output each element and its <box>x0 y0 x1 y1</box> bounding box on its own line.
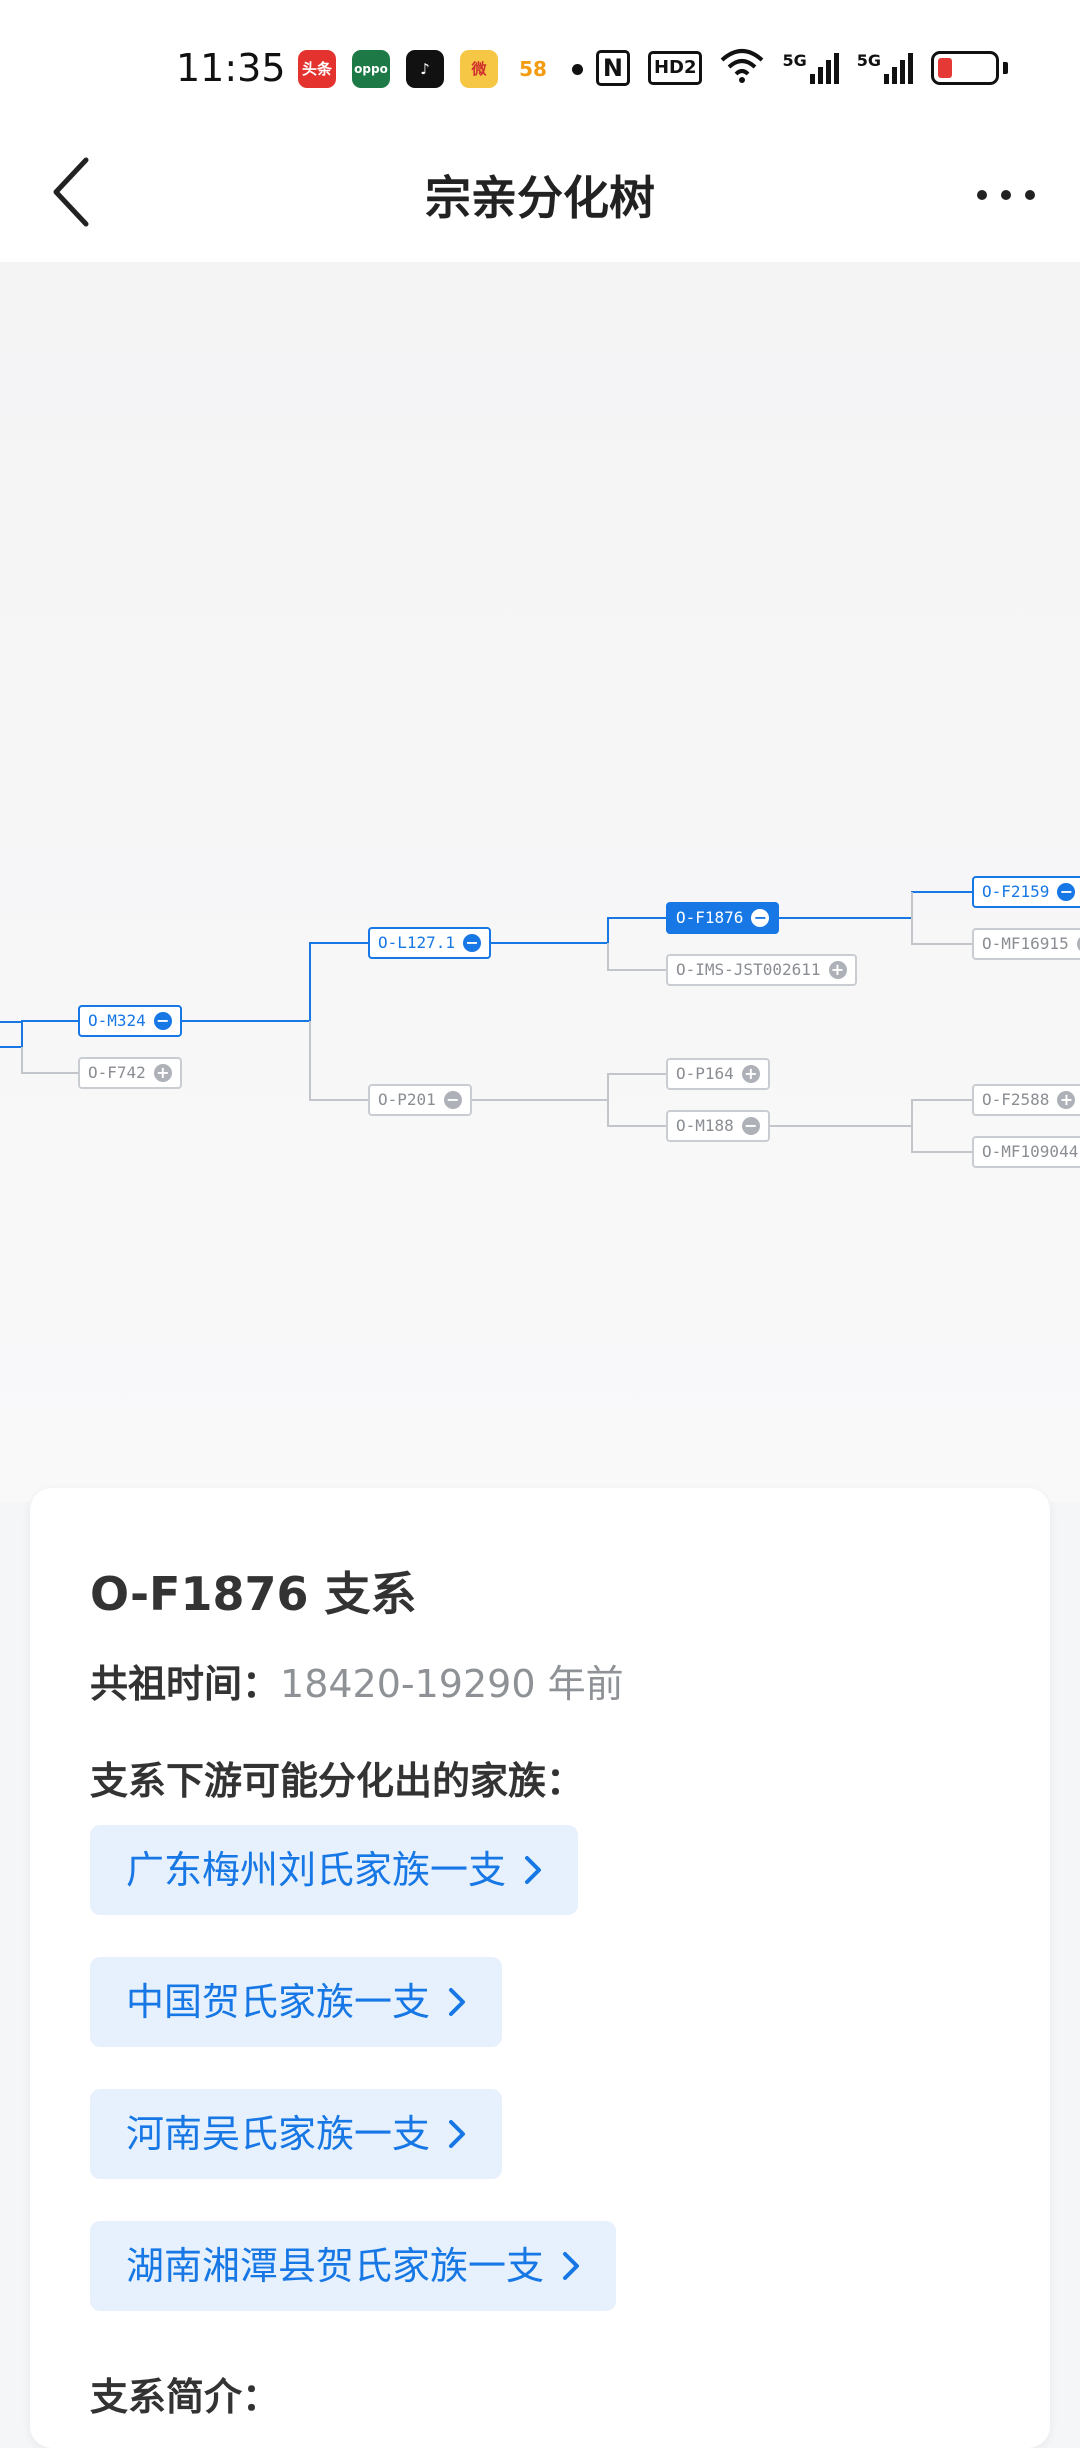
weibo-icon: 微 <box>460 50 498 88</box>
tree-node-p164[interactable]: O-P164 + <box>666 1058 770 1090</box>
tree-node-ims[interactable]: O-IMS-JST002611 + <box>666 954 857 986</box>
more-button[interactable] <box>966 170 1046 220</box>
node-label: O-L127.1 <box>378 933 456 952</box>
lineage-tree[interactable]: O-M324 − O-F742 + O-L127.1 − O-P201 − O-… <box>0 262 1080 1502</box>
node-label: O-P201 <box>378 1090 436 1109</box>
status-time: 11:35 <box>176 46 286 90</box>
expand-icon[interactable]: + <box>153 1064 172 1082</box>
node-label: O-F2588 <box>982 1090 1050 1109</box>
battery-cap <box>1003 62 1008 74</box>
ancestor-time-value: 18420-19290 年前 <box>280 1662 624 1706</box>
branch-title: O-F1876 支系 <box>90 1567 417 1621</box>
tree-node-l127[interactable]: O-L127.1 − <box>368 927 492 959</box>
downstream-families-label: 支系下游可能分化出的家族： <box>90 1759 585 1803</box>
collapse-icon[interactable]: − <box>741 1117 760 1135</box>
family-link-label: 中国贺氏家族一支 <box>126 1980 431 2024</box>
branch-info-card: O-F1876 支系 共祖时间：18420-19290 年前 支系下游可能分化出… <box>30 1488 1050 2448</box>
ancestor-time-label: 共祖时间： <box>90 1662 281 1706</box>
oppo-icon: oppo <box>352 50 390 88</box>
tree-connectors <box>0 891 972 1153</box>
expand-icon[interactable]: + <box>741 1065 760 1083</box>
tree-node-f2588[interactable]: O-F2588 + <box>972 1084 1080 1116</box>
node-label: O-M188 <box>676 1116 734 1135</box>
signal-5g-icon-1: 5G <box>782 50 839 84</box>
node-label: O-P164 <box>676 1064 734 1083</box>
family-link-label: 河南吴氏家族一支 <box>126 2112 431 2156</box>
page-title: 宗亲分化树 <box>425 171 655 225</box>
branch-intro-label: 支系简介： <box>90 2375 281 2419</box>
node-label: O-IMS-JST002611 <box>676 960 821 979</box>
node-label: O-MF16915 <box>982 934 1069 953</box>
ancestor-time-row: 共祖时间：18420-19290 年前 <box>90 1653 624 1708</box>
nav-header: 宗亲分化树 <box>0 130 1080 262</box>
battery-icon <box>931 51 999 85</box>
tree-node-mf16915[interactable]: O-MF16915 + <box>972 928 1080 960</box>
chevron-right-icon <box>563 2252 580 2280</box>
node-label: O-F2159 <box>982 882 1050 901</box>
wifi-icon <box>720 48 764 88</box>
collapse-icon[interactable]: − <box>153 1012 172 1030</box>
collapse-icon[interactable]: − <box>1057 883 1076 901</box>
toutiao-icon: 头条 <box>298 50 336 88</box>
more-notifications-dot <box>572 64 583 75</box>
family-link-label: 广东梅州刘氏家族一支 <box>126 1848 507 1892</box>
chevron-right-icon <box>449 1988 466 2016</box>
back-button[interactable] <box>40 152 120 242</box>
hd-icon: HD2 <box>647 51 703 85</box>
tree-node-m188[interactable]: O-M188 − <box>666 1110 770 1142</box>
node-label: O-F1876 <box>676 908 744 927</box>
back-arrow-icon <box>53 157 89 227</box>
chevron-right-icon <box>449 2120 466 2148</box>
tree-node-f2159[interactable]: O-F2159 − <box>972 876 1080 908</box>
more-dots-icon <box>977 190 1035 200</box>
tree-node-m324[interactable]: O-M324 − <box>78 1005 182 1037</box>
signal-5g-label-1: 5G <box>782 50 807 70</box>
node-label: O-MF109044 <box>982 1142 1079 1161</box>
signal-5g-icon-2: 5G <box>856 50 913 84</box>
status-bar: 11:35 头条 oppo ♪ 微 58 N HD2 5G 5G <box>0 0 1080 130</box>
node-label: O-M324 <box>88 1011 146 1030</box>
expand-icon[interactable]: + <box>828 961 847 979</box>
notification-icons: 头条 oppo ♪ 微 58 <box>298 50 552 88</box>
nfc-icon: N <box>595 50 630 86</box>
tree-node-p201[interactable]: O-P201 − <box>368 1084 472 1116</box>
tiktok-icon: ♪ <box>406 50 444 88</box>
chevron-right-icon <box>525 1856 542 1884</box>
signal-5g-label-2: 5G <box>856 50 881 70</box>
collapse-icon[interactable]: − <box>463 934 482 952</box>
family-link-4[interactable]: 湖南湘潭县贺氏家族一支 <box>90 2221 617 2311</box>
family-link-1[interactable]: 广东梅州刘氏家族一支 <box>90 1825 579 1915</box>
family-link-label: 湖南湘潭县贺氏家族一支 <box>126 2244 545 2288</box>
family-link-2[interactable]: 中国贺氏家族一支 <box>90 1957 503 2047</box>
58-icon: 58 <box>514 50 552 88</box>
expand-icon[interactable]: + <box>1057 1091 1076 1109</box>
tree-node-f1876[interactable]: O-F1876 − <box>666 902 780 934</box>
tree-node-mf109044[interactable]: O-MF109044 <box>972 1136 1080 1168</box>
collapse-icon[interactable]: − <box>751 909 770 927</box>
collapse-icon[interactable]: − <box>443 1091 462 1109</box>
node-label: O-F742 <box>88 1063 146 1082</box>
system-icons: N HD2 5G 5G <box>595 48 1008 88</box>
tree-node-f742[interactable]: O-F742 + <box>78 1057 182 1089</box>
family-link-3[interactable]: 河南吴氏家族一支 <box>90 2089 503 2179</box>
